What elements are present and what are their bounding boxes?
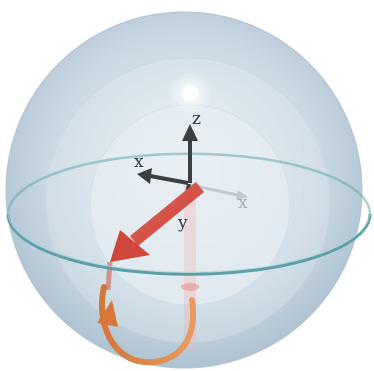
equator-highlight bbox=[7, 211, 371, 273]
x-ghost-label: x bbox=[238, 193, 248, 213]
x-axis bbox=[137, 168, 189, 185]
precession-arrow bbox=[97, 284, 197, 366]
y-axis-label: y bbox=[177, 213, 188, 233]
spin-vector-head bbox=[110, 230, 150, 262]
highlight-core bbox=[182, 85, 198, 101]
equator-front bbox=[6, 213, 372, 276]
z-axis-label: z bbox=[192, 109, 201, 129]
reflection-tip bbox=[181, 283, 199, 291]
x-axis-label: x bbox=[134, 152, 144, 172]
z-axis bbox=[182, 124, 198, 183]
